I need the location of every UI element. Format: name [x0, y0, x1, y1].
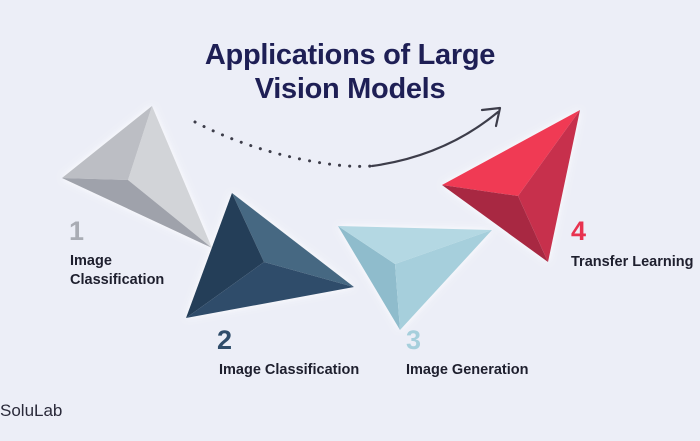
step-4-label: Transfer Learning [571, 254, 694, 270]
title-line-1: Applications of Large [204, 39, 496, 71]
brand-logo-text: SoluLab [0, 401, 63, 420]
step-1-number: 1 [69, 216, 85, 246]
paper-plane-lightblue-icon [338, 226, 492, 330]
step-3-label: Image Generation [406, 362, 529, 378]
step-2-number: 2 [217, 325, 233, 355]
paper-plane-red-icon [442, 110, 580, 262]
paper-plane-navy-icon [186, 193, 354, 318]
page-title: Applications of Large Vision Models [150, 38, 550, 106]
step-1-label-line-1: Image [70, 253, 112, 269]
paper-plane-gray-icon [62, 106, 212, 248]
step-1-label: Image Classification [70, 252, 164, 290]
step-2-label: Image Classification [219, 362, 360, 378]
step-1-label-line-2: Classification [70, 272, 165, 288]
step-4-number: 4 [571, 216, 587, 246]
title-line-2: Vision Models [254, 73, 446, 105]
dotted-curved-arrow-icon [193, 106, 502, 168]
step-3-number: 3 [406, 325, 422, 355]
